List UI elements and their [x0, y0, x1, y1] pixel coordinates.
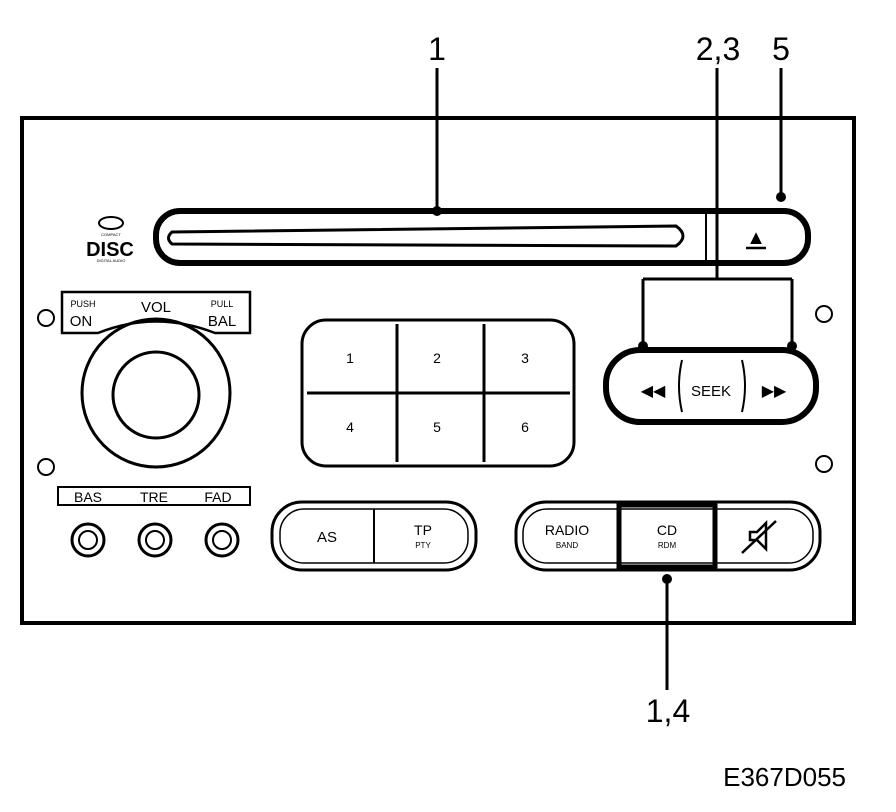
tp-button[interactable]: TP PTY [414, 522, 432, 550]
callout-5: 5 [772, 31, 790, 67]
seek-forward-button[interactable]: ▶▶ [762, 383, 787, 400]
rewind-icon: ◀◀ [641, 383, 666, 400]
bass-knob[interactable] [70, 522, 106, 558]
svg-text:TP: TP [414, 522, 432, 538]
svg-text:CD: CD [657, 522, 677, 538]
preset-button-1[interactable]: 1 [346, 350, 354, 366]
svg-text:COMPACT: COMPACT [101, 232, 121, 237]
svg-text:AS: AS [317, 529, 337, 546]
svg-text:TRE: TRE [140, 489, 168, 505]
preset-button-2[interactable]: 2 [433, 350, 441, 366]
mount-hole [37, 458, 55, 476]
svg-text:RDM: RDM [658, 541, 677, 550]
cd-button[interactable]: CD RDM [616, 502, 718, 570]
callout-1: 1 [428, 31, 446, 67]
svg-text:6: 6 [521, 419, 529, 435]
eject-button[interactable]: ▲ [746, 227, 766, 250]
callout-lines [432, 68, 797, 690]
preset-button-4[interactable]: 4 [346, 419, 354, 435]
svg-text:FAD: FAD [204, 489, 231, 505]
seek-label: SEEK [691, 383, 731, 400]
mute-button[interactable] [741, 519, 777, 554]
svg-text:PUSH: PUSH [70, 299, 95, 309]
svg-text:4: 4 [346, 419, 354, 435]
svg-text:RADIO: RADIO [545, 522, 589, 538]
preset-keypad [300, 318, 576, 468]
seek-rocker [603, 347, 819, 425]
svg-text:5: 5 [433, 419, 441, 435]
svg-text:VOL: VOL [141, 299, 171, 316]
volume-knob[interactable] [80, 317, 232, 469]
mount-hole [37, 309, 55, 327]
svg-text:BAS: BAS [74, 489, 102, 505]
svg-text:BAL: BAL [208, 313, 236, 330]
cd-slot [153, 208, 811, 266]
source-button-group [514, 500, 822, 572]
mount-hole [815, 455, 833, 473]
treble-knob[interactable] [137, 522, 173, 558]
compact-disc-logo: COMPACT DISC DIGITAL AUDIO [86, 216, 134, 263]
svg-text:DISC: DISC [86, 239, 134, 261]
fader-knob[interactable] [204, 522, 240, 558]
svg-text:1: 1 [346, 350, 354, 366]
mount-hole [815, 305, 833, 323]
seek-back-button[interactable]: ◀◀ [641, 383, 666, 400]
radio-button[interactable]: RADIO BAND [545, 522, 589, 550]
figure-code: E367D055 [723, 762, 846, 792]
preset-button-6[interactable]: 6 [521, 419, 529, 435]
speaker-mute-icon [741, 519, 777, 554]
svg-text:ON: ON [70, 313, 93, 330]
tone-label-box: BAS TRE FAD [57, 486, 251, 506]
fast-forward-icon: ▶▶ [762, 383, 787, 400]
svg-text:PULL: PULL [211, 299, 234, 309]
preset-button-3[interactable]: 3 [521, 350, 529, 366]
callout-2-3: 2,3 [696, 31, 740, 67]
svg-text:PTY: PTY [415, 541, 431, 550]
svg-text:DIGITAL AUDIO: DIGITAL AUDIO [97, 258, 126, 263]
svg-text:BAND: BAND [556, 541, 578, 550]
svg-text:2: 2 [433, 350, 441, 366]
preset-button-5[interactable]: 5 [433, 419, 441, 435]
as-tp-group [270, 500, 478, 572]
eject-icon: ▲ [746, 227, 766, 249]
as-button[interactable]: AS [317, 529, 337, 546]
callout-1-4: 1,4 [646, 693, 690, 729]
svg-text:3: 3 [521, 350, 529, 366]
volume-label-box: PUSH ON VOL PULL BAL [60, 290, 252, 335]
